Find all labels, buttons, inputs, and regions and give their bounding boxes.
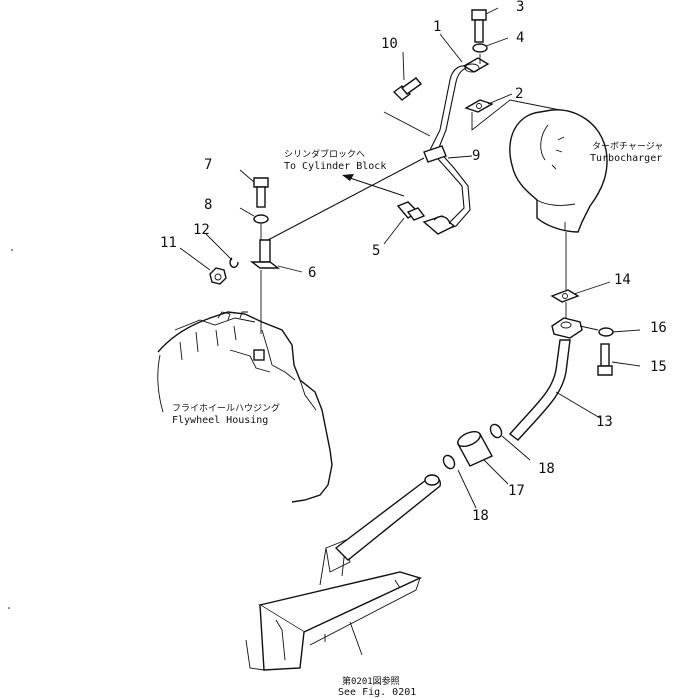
- turbocharger-label-jp: ターボチャージャ: [592, 141, 663, 152]
- callout-7: 7: [204, 157, 212, 173]
- cylinder-block-label: To Cylinder Block: [284, 161, 386, 172]
- callout-9: 9: [472, 148, 480, 164]
- clip-12: [229, 257, 239, 268]
- bolt-3: [471, 9, 487, 43]
- callout-18-lower: 18: [472, 508, 489, 524]
- clip-9: [423, 145, 447, 163]
- tube-end-fitting: [422, 215, 456, 235]
- turbocharger: [509, 109, 608, 233]
- oil-drain-pipe: [508, 317, 583, 441]
- cylinder-block-label-jp: シリンダブロックへ: [284, 148, 365, 160]
- oil-pan: [245, 539, 422, 671]
- callout-numbers: 1 2 3 4 5 6 7 8 9 10 11 12 13 14 15 16 1…: [160, 0, 667, 524]
- nut-11: [209, 267, 227, 285]
- oil-feed-tube: [429, 57, 490, 231]
- callout-4: 4: [516, 30, 524, 46]
- flywheel-housing: [157, 311, 333, 503]
- hose-clamp-upper: [489, 423, 503, 439]
- bolt-7: [253, 177, 269, 208]
- callout-11: 11: [160, 235, 177, 251]
- callout-13: 13: [596, 414, 613, 430]
- turbocharger-label: Turbocharger: [590, 153, 662, 164]
- callout-10: 10: [381, 36, 398, 52]
- callout-12: 12: [193, 222, 210, 238]
- return-tube: [334, 474, 441, 561]
- callout-5: 5: [372, 243, 380, 259]
- connector-5: [396, 201, 426, 221]
- callout-17: 17: [508, 483, 525, 499]
- flywheel-housing-label-jp: フライホイールハウジング: [172, 402, 280, 414]
- callout-15: 15: [650, 359, 667, 375]
- washer-16: [598, 327, 614, 337]
- text-labels: シリンダブロックへ To Cylinder Block ターボチャージャ Tur…: [172, 141, 663, 698]
- callout-16: 16: [650, 320, 667, 336]
- callout-1: 1: [433, 19, 441, 35]
- washer-8: [253, 214, 269, 224]
- see-fig-label: See Fig. 0201: [338, 687, 416, 698]
- speck-mark: [8, 607, 10, 609]
- callout-18-upper: 18: [538, 461, 555, 477]
- gasket-2: [464, 99, 494, 113]
- assembly-lines: [179, 7, 641, 656]
- callout-3: 3: [516, 0, 524, 15]
- bracket-6: [249, 239, 281, 269]
- callout-2: 2: [515, 86, 523, 102]
- callout-8: 8: [204, 197, 212, 213]
- callout-14: 14: [614, 272, 631, 288]
- speck-mark: [11, 249, 13, 251]
- see-fig-label-jp: 第0201図参照: [342, 675, 400, 687]
- bolt-10: [392, 77, 423, 101]
- hose: [457, 430, 493, 467]
- hose-clamp-lower: [442, 454, 456, 470]
- washer-4: [472, 43, 488, 53]
- flywheel-housing-label: Flywheel Housing: [172, 415, 268, 426]
- gasket-14: [550, 289, 580, 303]
- bolt-15: [597, 343, 613, 376]
- callout-6: 6: [308, 265, 316, 281]
